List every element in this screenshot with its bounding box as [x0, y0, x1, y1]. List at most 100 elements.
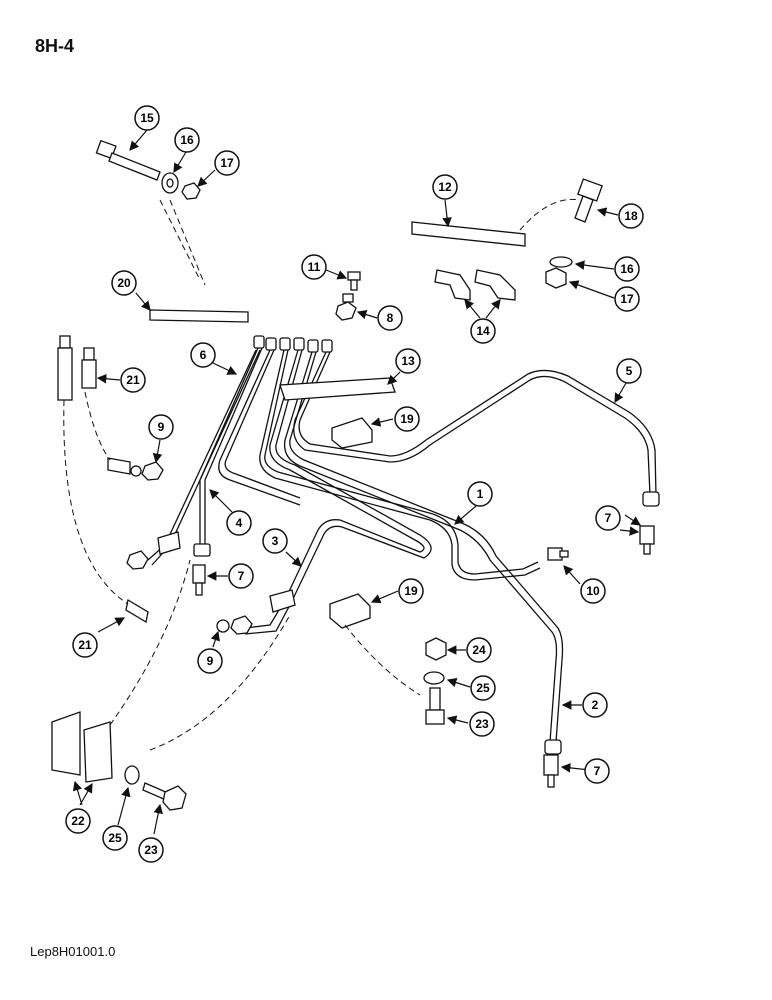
- svg-text:21: 21: [126, 373, 140, 387]
- page-label: 8H-4: [35, 36, 75, 56]
- callout-1: 1: [467, 481, 493, 507]
- bolt-15: [95, 139, 161, 181]
- valve-7b: [639, 525, 655, 555]
- elbow-fitting: [126, 550, 149, 570]
- bolt-23b: [142, 782, 187, 811]
- callout-24: 24: [466, 637, 492, 663]
- svg-text:7: 7: [605, 511, 612, 525]
- washer-25b: [124, 765, 140, 785]
- svg-text:1: 1: [477, 487, 484, 501]
- washer-16: [161, 172, 179, 194]
- svg-text:17: 17: [220, 156, 234, 170]
- callout-11: 11: [301, 254, 327, 280]
- fitting-8: [335, 293, 357, 321]
- banjo-fitting-9a: [130, 461, 164, 481]
- footer-code: Lep8H01001.0: [30, 944, 116, 959]
- callout-8: 8: [377, 305, 403, 331]
- svg-text:11: 11: [308, 260, 321, 274]
- callout-7: 7: [595, 505, 621, 531]
- svg-text:7: 7: [594, 764, 601, 778]
- callout-23b: 23: [138, 837, 164, 863]
- clamp-22: [51, 711, 113, 783]
- callout-19b: 19: [398, 578, 424, 604]
- callout-2: 2: [582, 692, 608, 718]
- svg-text:10: 10: [586, 584, 600, 598]
- svg-text:9: 9: [158, 420, 165, 434]
- bracket-12: [411, 221, 526, 247]
- svg-text:14: 14: [476, 324, 490, 338]
- callout-25b: 25: [102, 825, 128, 851]
- svg-text:23: 23: [144, 843, 158, 857]
- svg-text:5: 5: [626, 364, 633, 378]
- leader-line: [109, 559, 191, 726]
- callout-19: 19: [394, 406, 420, 432]
- svg-text:12: 12: [438, 180, 452, 194]
- fitting-11: [347, 271, 361, 291]
- plate-20: [149, 309, 249, 323]
- svg-text:21: 21: [78, 638, 92, 652]
- svg-text:23: 23: [475, 717, 489, 731]
- washer-16b: [549, 256, 573, 268]
- svg-text:8: 8: [387, 311, 394, 325]
- svg-text:22: 22: [71, 814, 85, 828]
- svg-text:16: 16: [180, 133, 194, 147]
- clamp-19-lower: [329, 593, 371, 629]
- callout-5: 5: [616, 358, 642, 384]
- svg-text:16: 16: [620, 262, 634, 276]
- callout-6: 6: [190, 342, 216, 368]
- callout-21: 21: [120, 367, 146, 393]
- leader-line: [519, 198, 581, 231]
- callout-4: 4: [226, 510, 252, 536]
- svg-text:6: 6: [200, 348, 207, 362]
- svg-text:19: 19: [400, 412, 414, 426]
- nut-17b: [545, 267, 567, 289]
- svg-text:2: 2: [592, 698, 599, 712]
- callout-9: 9: [148, 414, 174, 440]
- callout-10: 10: [580, 578, 606, 604]
- callout-18: 18: [618, 203, 644, 229]
- leader-line: [149, 614, 291, 751]
- leak-off-pipes-21: [57, 335, 149, 624]
- svg-text:20: 20: [117, 276, 131, 290]
- svg-text:13: 13: [401, 354, 415, 368]
- nut-24: [425, 637, 447, 661]
- svg-text:25: 25: [476, 681, 490, 695]
- svg-text:19: 19: [404, 584, 418, 598]
- banjo-fitting-9b: [216, 615, 253, 635]
- callout-16b: 16: [614, 256, 640, 282]
- clamp-block: [157, 531, 181, 555]
- brackets-14: [434, 269, 516, 301]
- svg-text:7: 7: [238, 569, 245, 583]
- nut-17: [181, 182, 201, 200]
- svg-text:3: 3: [272, 534, 279, 548]
- leader-line: [159, 199, 201, 281]
- callout-23: 23: [469, 711, 495, 737]
- callout-15: 15: [134, 105, 160, 131]
- callout-17b: 17: [614, 286, 640, 312]
- clamp-13: [279, 377, 396, 401]
- callout-7c: 7: [584, 758, 610, 784]
- bolt-23: [425, 687, 445, 725]
- valve-7a: [192, 564, 206, 596]
- svg-text:4: 4: [236, 516, 243, 530]
- callout-9b: 9: [197, 648, 223, 674]
- leader-lines: [72, 129, 641, 835]
- callout-14: 14: [470, 318, 496, 344]
- svg-text:17: 17: [620, 292, 634, 306]
- callout-16: 16: [174, 127, 200, 153]
- svg-text:25: 25: [108, 831, 122, 845]
- leader-line: [344, 624, 421, 696]
- fitting-10: [547, 547, 569, 561]
- callout-13: 13: [395, 348, 421, 374]
- leader-line: [84, 391, 111, 461]
- svg-text:24: 24: [472, 643, 486, 657]
- clamp-block: [269, 589, 296, 613]
- washer-25: [423, 671, 445, 685]
- leader-line: [63, 399, 129, 605]
- callout-3: 3: [262, 528, 288, 554]
- svg-text:9: 9: [207, 654, 214, 668]
- valve-7c: [543, 754, 559, 788]
- bolt-18: [574, 178, 603, 223]
- callout-7b: 7: [228, 563, 254, 589]
